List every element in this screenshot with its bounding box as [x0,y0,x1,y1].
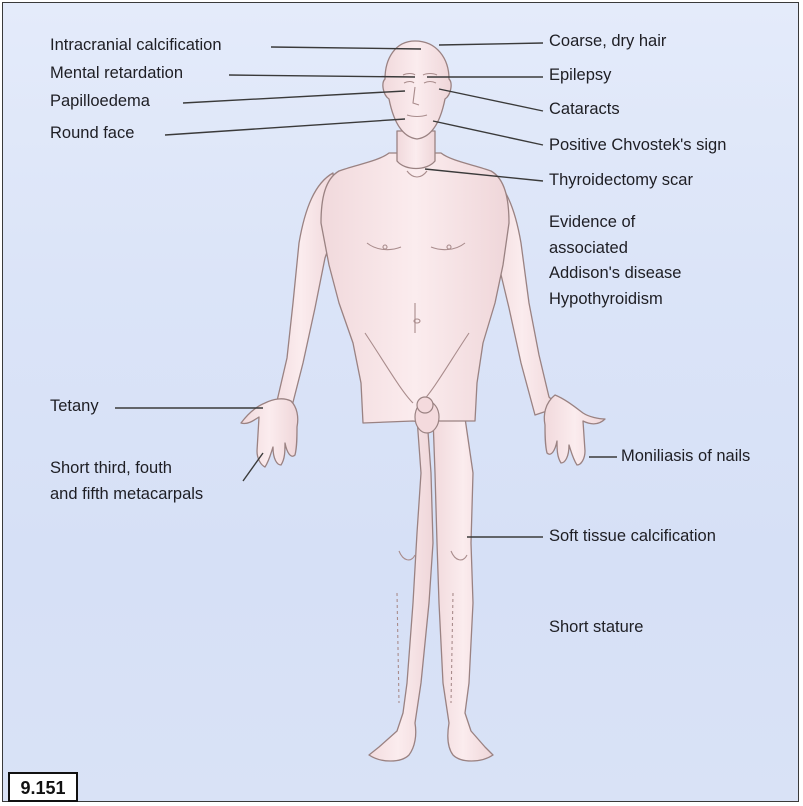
figure-number-box: 9.151 [8,772,78,802]
label-short-stature: Short stature [549,614,643,640]
associated-line-2: associated [549,236,681,262]
label-coarse-dry-hair: Coarse, dry hair [549,28,666,54]
right-hand [544,395,605,465]
leader-cataracts [439,89,543,111]
torso [321,153,509,423]
label-associated-conditions: Evidence of associated Addison's disease… [549,210,681,312]
associated-line-4: Hypothyroidism [549,287,681,313]
associated-line-3: Addison's disease [549,261,681,287]
label-mental-retardation: Mental retardation [50,60,183,86]
label-moniliasis-of-nails: Moniliasis of nails [621,443,750,469]
left-leg [363,418,433,761]
leader-round-face [165,119,405,135]
leader-coarse-hair [439,43,543,45]
label-epilepsy: Epilepsy [549,62,611,88]
label-thyroidectomy-scar: Thyroidectomy scar [549,167,693,193]
metacarpals-line-2: and fifth metacarpals [50,482,203,508]
metacarpals-line-1: Short third, fouth [50,456,203,482]
leader-papilloedema [183,91,405,103]
label-short-metacarpals: Short third, fouth and fifth metacarpals [50,456,203,507]
label-intracranial-calcification: Intracranial calcification [50,32,222,58]
leader-chvostek [433,121,543,145]
label-cataracts: Cataracts [549,96,620,122]
label-positive-chvostek: Positive Chvostek's sign [549,132,726,158]
left-hand [241,399,298,467]
label-tetany: Tetany [50,393,99,419]
leader-metacarpals [243,453,263,481]
label-round-face: Round face [50,120,134,146]
associated-line-1: Evidence of [549,210,681,236]
label-papilloedema: Papilloedema [50,88,150,114]
right-leg [433,418,493,761]
label-soft-tissue-calcification: Soft tissue calcification [549,523,716,549]
